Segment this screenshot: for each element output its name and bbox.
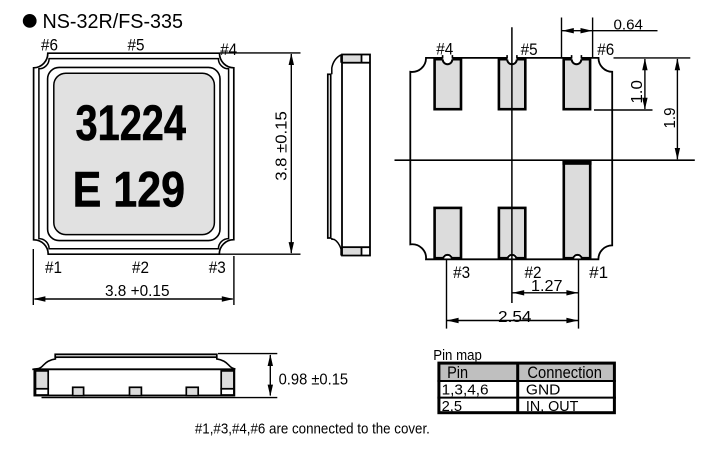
svg-text:31224: 31224 [76,95,187,151]
svg-text:E 129: E 129 [73,161,186,217]
svg-text:2,5: 2,5 [442,399,463,415]
svg-text:#3: #3 [453,263,470,282]
svg-text:1,3,4,6: 1,3,4,6 [442,382,489,398]
svg-text:NS-32R/FS-335: NS-32R/FS-335 [43,10,184,33]
svg-text:GND: GND [526,382,561,398]
svg-text:3.8 +0.15: 3.8 +0.15 [105,283,170,300]
svg-text:2.54: 2.54 [498,309,532,326]
svg-text:1.0: 1.0 [629,80,646,104]
svg-text:#3: #3 [209,258,226,277]
svg-text:3.8 ±0.15: 3.8 ±0.15 [274,111,291,181]
svg-text:#1: #1 [589,263,608,282]
svg-text:#4: #4 [436,40,453,59]
svg-text:Pin: Pin [447,363,468,382]
svg-text:#5: #5 [128,35,145,54]
svg-text:#6: #6 [41,35,58,54]
svg-text:#4: #4 [220,40,237,59]
svg-text:#2: #2 [525,263,542,282]
svg-text:1.27: 1.27 [531,278,563,295]
svg-text:Connection: Connection [527,363,602,382]
svg-text:#5: #5 [521,40,538,59]
svg-text:#6: #6 [597,40,614,59]
svg-text:IN, OUT: IN, OUT [526,399,579,415]
svg-text:#2: #2 [132,258,149,277]
svg-text:0.98 ±0.15: 0.98 ±0.15 [279,372,349,389]
svg-text:Pin map: Pin map [433,347,482,364]
svg-text:#1: #1 [45,258,62,277]
svg-text:#1,#3,#4,#6 are connected to t: #1,#3,#4,#6 are connected to the cover. [195,420,430,437]
svg-text:0.64: 0.64 [614,17,644,33]
svg-text:1.9: 1.9 [662,108,679,129]
